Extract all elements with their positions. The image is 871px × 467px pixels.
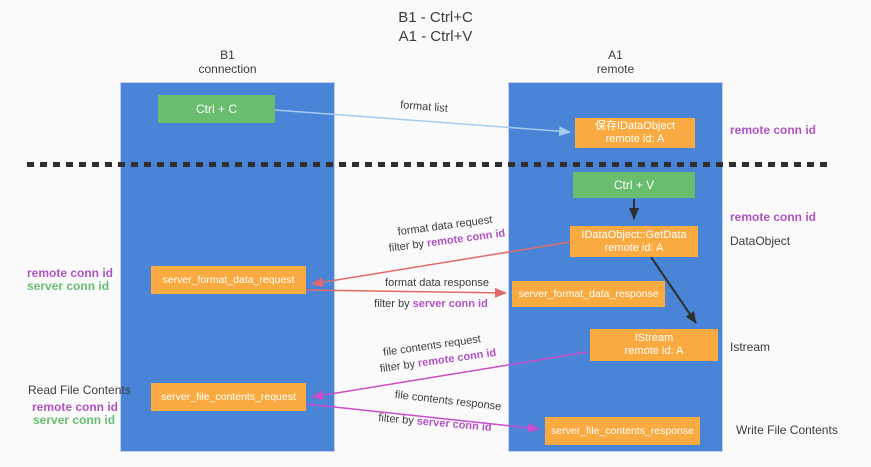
title-line-1: B1 - Ctrl+C: [398, 9, 473, 26]
node-ctrl-v-label: Ctrl + V: [613, 177, 655, 192]
annotation-dataobject: DataObject: [730, 234, 791, 248]
annotation-istream: Istream: [730, 340, 771, 354]
node-ctrl-v: Ctrl + V: [573, 172, 695, 198]
label-format-data-response: format data response: [385, 277, 489, 289]
annotation-write-file-contents: Write File Contents: [736, 423, 838, 437]
filter-by-text: filter by: [377, 412, 415, 428]
server-conn-id-text: server conn id: [416, 415, 493, 434]
diagram-title: B1 - Ctrl+C A1 - Ctrl+V: [0, 8, 871, 46]
lane-header-a1: A1 remote: [508, 48, 723, 76]
lane-b1-role: connection: [198, 62, 257, 76]
node-server-format-data-request-label: server_format_data_request: [162, 273, 295, 286]
filter-by-text: filter by: [388, 238, 425, 255]
node-ctrl-c-label: Ctrl + C: [195, 101, 237, 116]
node-server-file-contents-response: server_file_contents_response: [545, 417, 700, 445]
node-server-file-contents-request: server_file_contents_request: [151, 383, 306, 411]
node-getdata-title: IDataObject::GetData: [581, 228, 687, 241]
node-ctrl-c: Ctrl + C: [158, 95, 275, 123]
annotation-remote-conn-id-mid: remote conn id: [730, 210, 817, 224]
session-divider-line: [27, 162, 830, 167]
label-format-list: format list: [399, 99, 449, 115]
node-server-format-data-response: server_format_data_response: [512, 281, 665, 307]
lane-b1-name: B1: [220, 48, 235, 62]
node-istream-title: IStream: [634, 332, 674, 344]
arrow-format-data-response: [305, 287, 507, 298]
lane-header-b1: B1 connection: [120, 48, 335, 76]
filter-by-text: filter by: [374, 298, 410, 310]
label-file-contents-response: file contents response: [394, 388, 502, 414]
node-save-idataobject: 保存IDataObject remote id: A: [575, 118, 695, 148]
node-getdata-subtitle: remote id: A: [604, 241, 664, 254]
node-server-file-contents-response-label: server_file_contents_response: [550, 424, 694, 437]
node-server-file-contents-request-label: server_file_contents_request: [161, 390, 296, 403]
server-conn-id-text: server conn id: [412, 298, 488, 310]
filter-by-text: filter by: [379, 358, 416, 376]
annotation-left-remote-conn-id-bottom: remote conn id: [32, 400, 119, 414]
lane-a1-role: remote: [596, 62, 635, 76]
node-istream: IStream remote id: A: [590, 329, 718, 361]
annotation-left-remote-conn-id-mid: remote conn id: [27, 266, 114, 280]
node-istream-subtitle: remote id: A: [624, 345, 684, 357]
lane-a1-name: A1: [608, 48, 623, 62]
node-save-idataobject-title: 保存IDataObject: [594, 120, 676, 132]
node-server-format-data-response-label: server_format_data_response: [518, 287, 659, 300]
annotation-read-file-contents: Read File Contents: [28, 383, 131, 397]
annotation-left-server-conn-id-mid: server conn id: [27, 279, 110, 293]
title-line-2: A1 - Ctrl+V: [398, 28, 473, 45]
annotation-remote-conn-id-top: remote conn id: [730, 123, 817, 137]
node-server-format-data-request: server_format_data_request: [151, 266, 306, 294]
annotation-left-server-conn-id-bottom: server conn id: [33, 413, 116, 427]
node-save-idataobject-subtitle: remote id: A: [605, 133, 665, 145]
node-idataobject-getdata: IDataObject::GetData remote id: A: [570, 226, 698, 257]
